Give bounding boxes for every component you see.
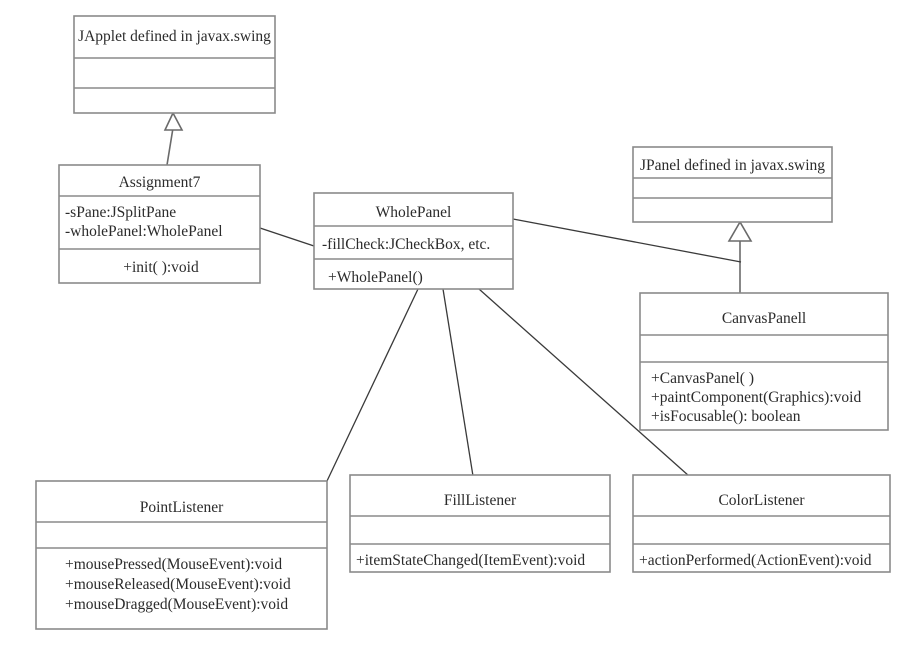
class-title-jpanel: JPanel defined in javax.swing — [640, 157, 825, 174]
class-box-wholepanel[interactable]: WholePanel -fillCheck:JCheckBox, etc. +W… — [313, 192, 514, 290]
class-title-wholepanel: WholePanel — [376, 204, 452, 221]
class-box-filllistener[interactable]: FillListener +itemStateChanged(ItemEvent… — [349, 474, 611, 573]
class-operation: +mousePressed(MouseEvent):void — [65, 556, 282, 573]
class-box-japplet[interactable]: JApplet defined in javax.swing — [73, 15, 276, 114]
class-operation: +paintComponent(Graphics):void — [651, 389, 861, 406]
association-wholepanel-canvaspanel — [512, 218, 742, 263]
class-title-colorlistener: ColorListener — [718, 492, 805, 509]
class-operation: +isFocusable(): boolean — [651, 408, 801, 425]
class-box-pointlistener[interactable]: PointListener +mousePressed(MouseEvent):… — [35, 480, 328, 630]
class-title-assignment7: Assignment7 — [119, 174, 201, 191]
class-box-colorlistener[interactable]: ColorListener +actionPerformed(ActionEve… — [632, 474, 891, 573]
class-attribute: -fillCheck:JCheckBox, etc. — [322, 236, 490, 253]
generalization-canvaspanel-jpanel — [727, 220, 753, 293]
class-title-japplet: JApplet defined in javax.swing — [78, 28, 271, 45]
class-box-canvaspanel[interactable]: CanvasPanell +CanvasPanel( ) +paintCompo… — [639, 292, 889, 431]
association-wholepanel-filllistener — [442, 288, 474, 477]
class-box-assignment7[interactable]: Assignment7 -sPane:JSplitPane -wholePane… — [58, 164, 261, 284]
association-wholepanel-colorlistener — [478, 288, 690, 477]
association-assignment7-wholepanel — [259, 227, 315, 247]
class-attribute: -wholePanel:WholePanel — [65, 223, 223, 240]
class-operation: +WholePanel() — [328, 269, 423, 286]
class-box-jpanel[interactable]: JPanel defined in javax.swing — [632, 146, 833, 223]
class-operation: +mouseReleased(MouseEvent):void — [65, 576, 291, 593]
class-operation: +init( ):void — [123, 259, 199, 276]
class-operation: +CanvasPanel( ) — [651, 370, 754, 387]
class-title-canvaspanel: CanvasPanell — [722, 310, 806, 327]
class-operation: +itemStateChanged(ItemEvent):void — [356, 552, 585, 569]
connector-layer — [163, 111, 753, 482]
class-operation: +mouseDragged(MouseEvent):void — [65, 596, 288, 613]
class-title-pointlistener: PointListener — [140, 499, 224, 516]
association-wholepanel-pointlistener — [326, 288, 419, 482]
class-operation: +actionPerformed(ActionEvent):void — [639, 552, 872, 569]
generalization-assignment7-japplet — [163, 111, 184, 166]
class-attribute: -sPane:JSplitPane — [65, 204, 176, 221]
class-title-filllistener: FillListener — [444, 492, 517, 509]
